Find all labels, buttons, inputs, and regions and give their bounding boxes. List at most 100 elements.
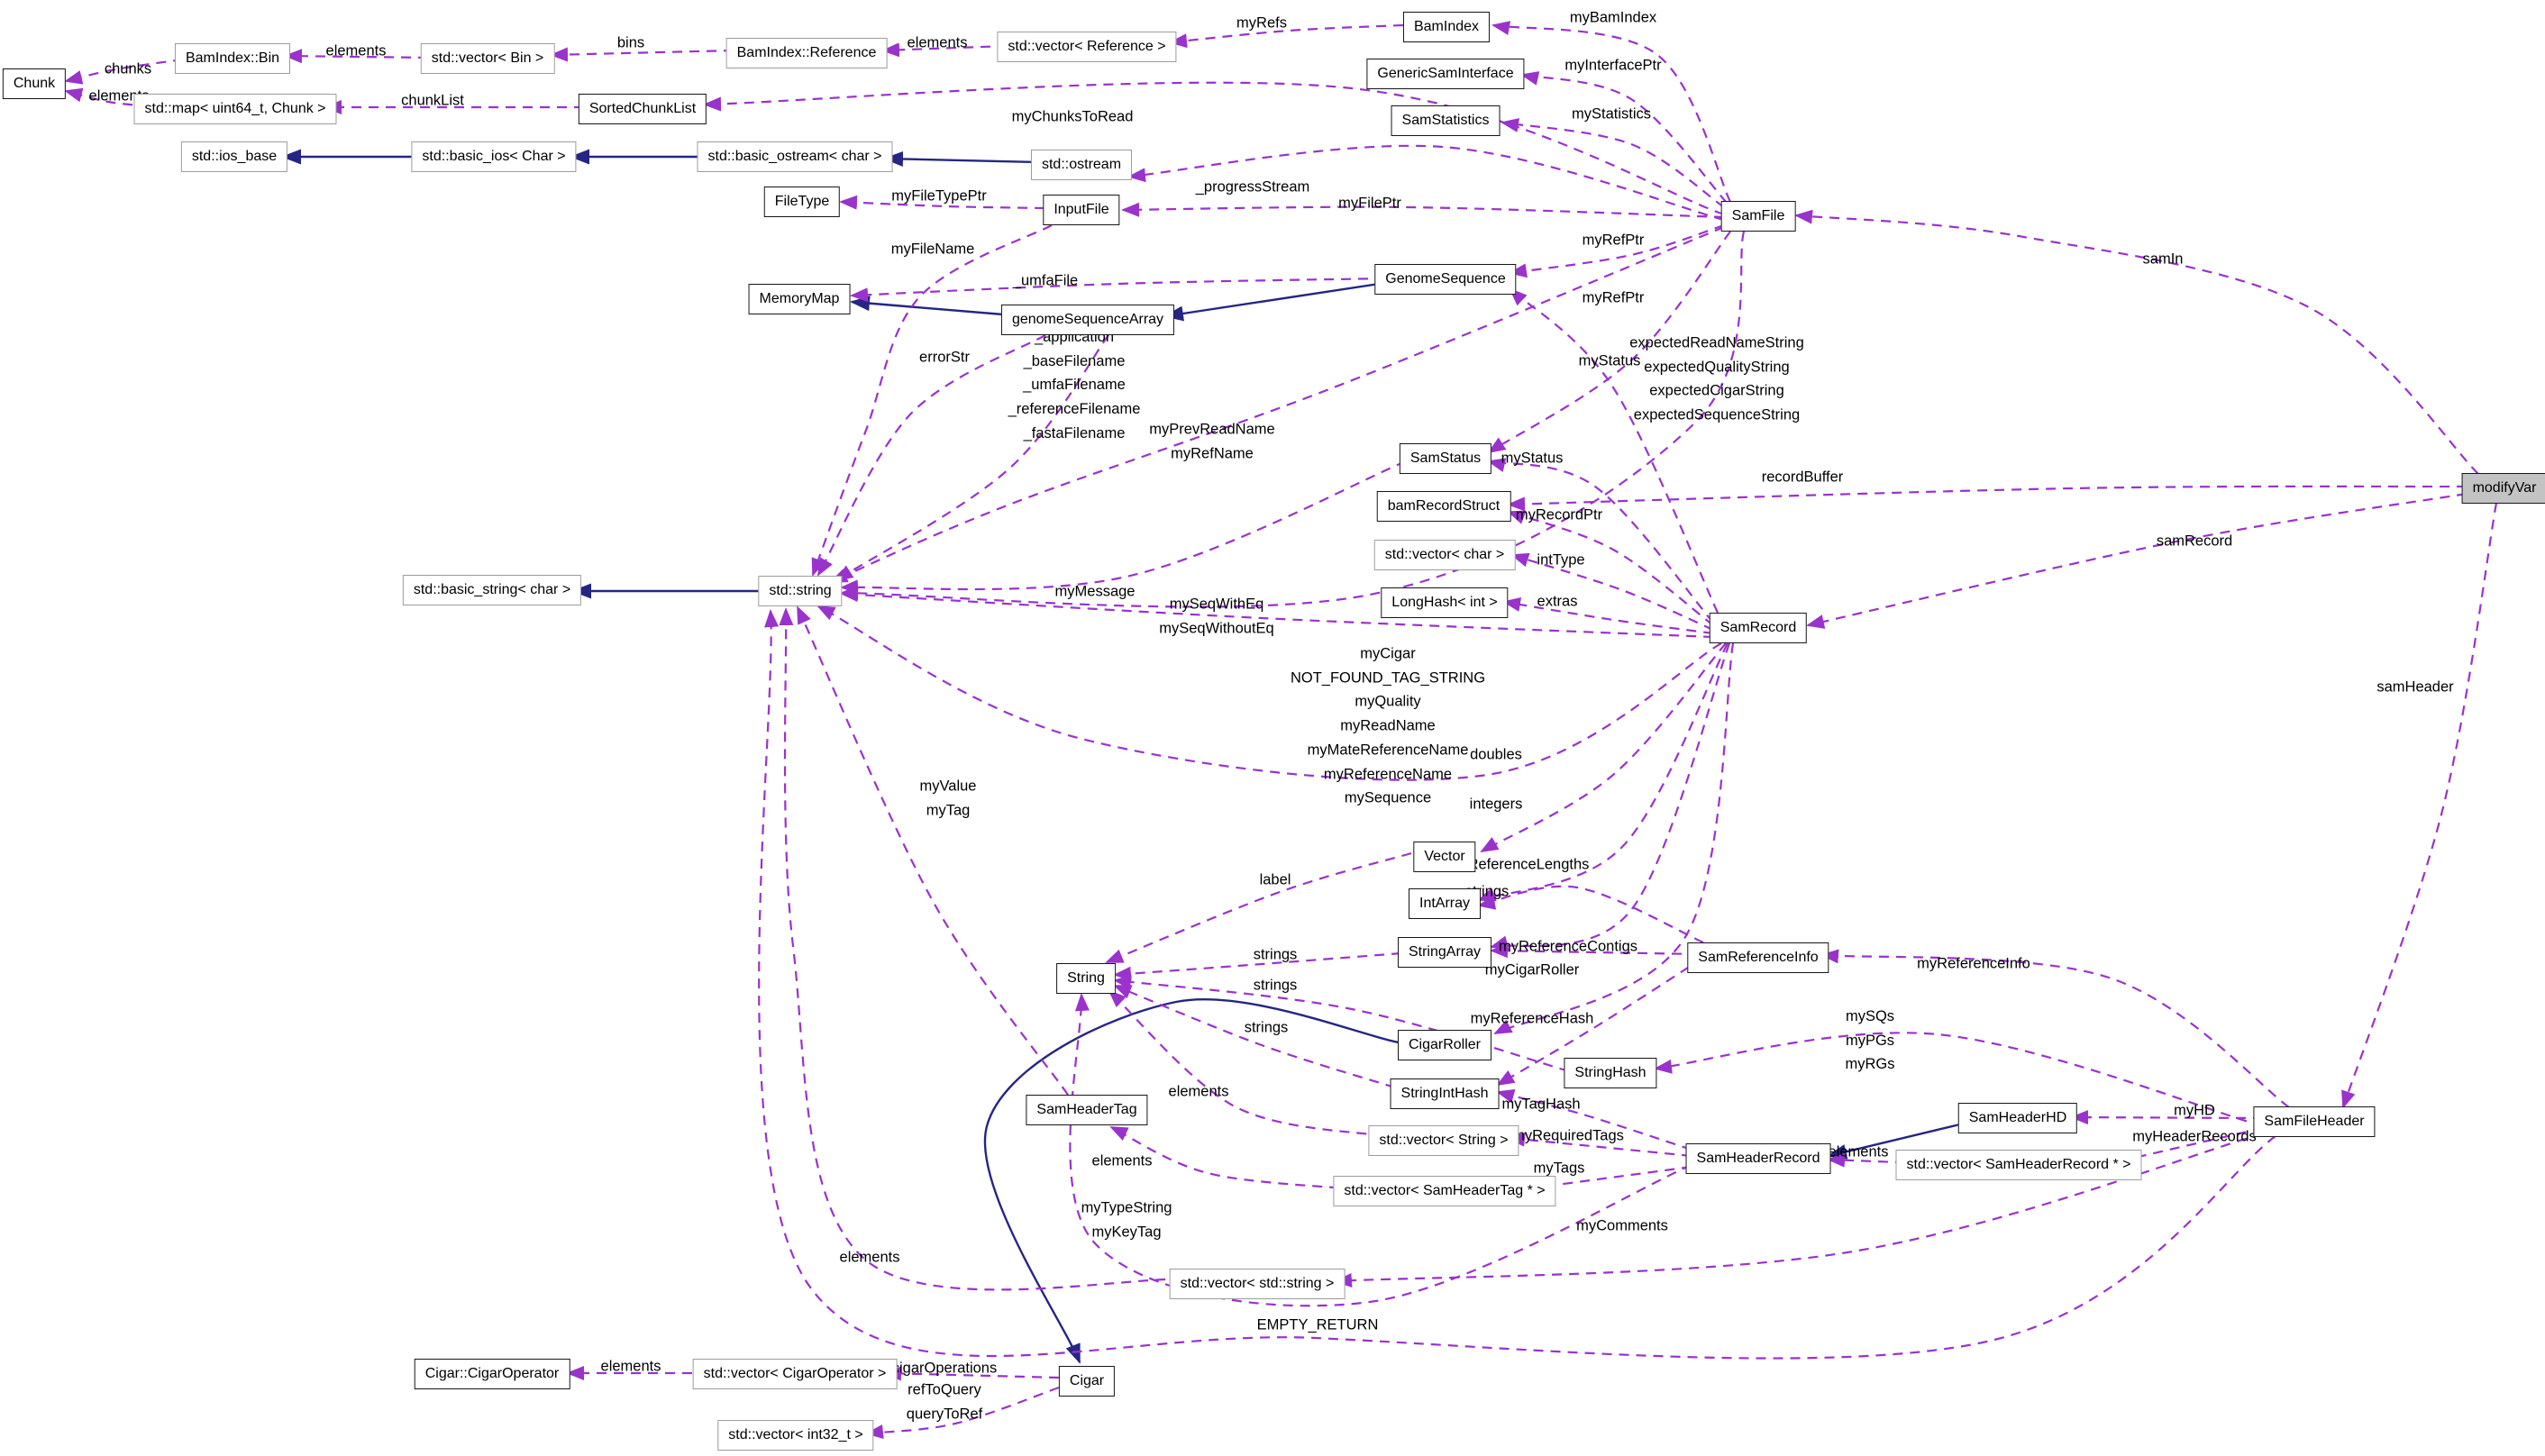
node-vint32[interactable]: std::vector< int32_t > xyxy=(717,1420,874,1451)
node-vsht[interactable]: std::vector< SamHeaderTag * > xyxy=(1333,1176,1556,1206)
edge-label-samrefinfo-intarray: myReferenceLengths xyxy=(1447,856,1590,873)
edge-samfileheader-to-vshr xyxy=(2117,1126,2264,1165)
node-ostream[interactable]: std::ostream xyxy=(1030,150,1133,180)
node-basicostream[interactable]: std::basic_ostream< char > xyxy=(697,141,893,172)
edge-label-samfile-samstatus: myStatus xyxy=(1578,352,1641,369)
edge-vector-to-string xyxy=(1105,851,1412,964)
node-longhash[interactable]: LongHash< int > xyxy=(1381,587,1509,618)
node-vbin[interactable]: std::vector< Bin > xyxy=(420,43,555,74)
node-cigar[interactable]: Cigar xyxy=(1058,1366,1116,1397)
node-map[interactable]: std::map< uint64_t, Chunk > xyxy=(133,94,337,124)
edge-gsa-to-stdstring xyxy=(817,334,1046,577)
edge-label-samrecord-bamrecord: myRecordPtr xyxy=(1515,506,1603,523)
node-basicstring[interactable]: std::basic_string< char > xyxy=(402,575,582,605)
edge-label-samheaderrecord-string: myTypeString myKeyTag xyxy=(1081,1199,1172,1240)
edge-label-samrecord-vchar: intType xyxy=(1537,551,1585,569)
edge-label-samfileheader-vstdstring: myComments xyxy=(1576,1217,1668,1234)
node-basicios[interactable]: std::basic_ios< Char > xyxy=(411,141,577,172)
node-bamrecord[interactable]: bamRecordStruct xyxy=(1376,491,1511,522)
node-samfile[interactable]: SamFile xyxy=(1720,201,1796,232)
edge-vref-to-bamref xyxy=(881,42,1008,58)
edge-cigar-to-vcigarop xyxy=(883,1366,1060,1381)
node-samfileheader[interactable]: SamFileHeader xyxy=(2253,1106,2376,1137)
edge-samheaderrecord-to-vsht xyxy=(1535,1165,1692,1193)
node-bin[interactable]: BamIndex::Bin xyxy=(174,43,291,74)
node-samrecord[interactable]: SamRecord xyxy=(1709,613,1808,643)
node-vref[interactable]: std::vector< Reference > xyxy=(997,32,1177,62)
node-samheaderhd[interactable]: SamHeaderHD xyxy=(1957,1103,2078,1133)
node-vcigarop[interactable]: std::vector< CigarOperator > xyxy=(692,1359,898,1389)
edge-stringarray-to-string xyxy=(1113,951,1402,981)
edge-label-samheaderrecord-vstring: myRequiredTags xyxy=(1512,1127,1624,1144)
edge-label-vstring-string: elements xyxy=(1168,1083,1229,1100)
edge-label-modifyvar-bamrecord: recordBuffer xyxy=(1761,469,1844,486)
edge-label-samrefinfo-stringarray: myReferenceContigs xyxy=(1498,938,1638,955)
edge-samfileheader-to-stdstring xyxy=(758,609,2276,1360)
edge-label-modifyvar-samfileheader: samHeader xyxy=(2376,678,2454,696)
edge-bamindex-to-vref xyxy=(1169,23,1404,49)
node-vchar[interactable]: std::vector< char > xyxy=(1373,540,1516,570)
node-gsa[interactable]: genomeSequenceArray xyxy=(1000,305,1175,335)
edge-samrecord-to-genomeseq xyxy=(1509,287,1719,614)
node-stringhash[interactable]: StringHash xyxy=(1564,1058,1657,1088)
edge-label-samrecord-cigarroller: myCigarRoller xyxy=(1484,961,1580,978)
node-cigarop[interactable]: Cigar::CigarOperator xyxy=(414,1359,570,1389)
node-bamindex[interactable]: BamIndex xyxy=(1402,12,1491,42)
node-modifyvar: modifyVar xyxy=(2461,473,2545,504)
edge-label-samfile-stdstring: expectedReadNameString expectedQualitySt… xyxy=(1629,334,1804,423)
edge-label-stringarray-string: strings xyxy=(1253,946,1298,963)
node-filetype[interactable]: FileType xyxy=(763,187,841,217)
node-gsi[interactable]: GenericSamInterface xyxy=(1366,59,1525,89)
node-samstatus[interactable]: SamStatus xyxy=(1399,443,1492,474)
node-samrefinfo[interactable]: SamReferenceInfo xyxy=(1687,942,1829,973)
node-inputfile[interactable]: InputFile xyxy=(1043,195,1120,225)
node-cigarroller[interactable]: CigarRoller xyxy=(1397,1030,1492,1060)
edge-label-scl-map: chunkList xyxy=(401,92,464,109)
edge-samrecord-to-stdstring xyxy=(816,605,1722,781)
edge-vbin-to-bin xyxy=(284,49,429,64)
node-vstdstring[interactable]: std::vector< std::string > xyxy=(1169,1269,1345,1299)
node-string[interactable]: String xyxy=(1056,963,1116,994)
edge-label-samfile-inputfile: myFilePtr xyxy=(1338,195,1401,212)
node-bamref[interactable]: BamIndex::Reference xyxy=(725,38,888,68)
edge-label-samfile-samstatistics: myStatistics xyxy=(1571,105,1652,123)
edge-modifyvar-to-samrecord xyxy=(1806,492,2467,629)
node-stringinthash[interactable]: StringIntHash xyxy=(1390,1078,1500,1109)
edge-label-samheaderrecord-vsht: myTags xyxy=(1533,1160,1585,1177)
node-vector[interactable]: Vector xyxy=(1413,842,1476,872)
edge-genomeseq-to-gsa xyxy=(1163,281,1386,322)
edge-samfile-to-gsi xyxy=(1520,71,1728,204)
edge-samstatus-to-stdstring xyxy=(840,460,1407,595)
node-stringarray[interactable]: StringArray xyxy=(1397,937,1492,968)
edge-label-vref-bamref: elements xyxy=(907,34,968,51)
edge-samrefinfo-to-stringinthash xyxy=(1496,957,1704,1087)
node-scl[interactable]: SortedChunkList xyxy=(578,94,707,124)
edge-stringhash-to-string xyxy=(1113,975,1570,1073)
edge-gsa-to-memorymap xyxy=(850,296,1015,317)
edge-samheaderrecord-to-stringinthash xyxy=(1496,1088,1692,1151)
edge-label-samrecord-stdstring: myCigar NOT_FOUND_TAG_STRING myQuality m… xyxy=(1290,645,1486,806)
edge-samrecord-to-vector xyxy=(1480,642,1727,853)
edge-samrecord-to-intarray xyxy=(1477,642,1729,902)
edge-label-vcigarop-cigarop: elements xyxy=(600,1358,661,1375)
node-genomeseq[interactable]: GenomeSequence xyxy=(1374,264,1517,295)
node-samheaderrecord[interactable]: SamHeaderRecord xyxy=(1685,1143,1831,1174)
edge-label-cigar-vcigarop: cigarOperations xyxy=(891,1360,998,1377)
edge-label-samfile-ostream: _progressStream xyxy=(1195,178,1310,196)
edge-label-gsa-stdstring: errorStr xyxy=(919,349,970,366)
node-vstring[interactable]: std::vector< String > xyxy=(1368,1125,1519,1156)
node-memorymap[interactable]: MemoryMap xyxy=(748,284,851,314)
edge-samrecord-to-stringarray xyxy=(1490,642,1731,951)
node-iosbase[interactable]: std::ios_base xyxy=(180,141,288,172)
edge-samfileheader-to-vstdstring xyxy=(1334,1132,2264,1288)
node-samstatistics[interactable]: SamStatistics xyxy=(1391,105,1501,136)
node-chunk[interactable]: Chunk xyxy=(2,68,67,99)
node-samheadertag[interactable]: SamHeaderTag xyxy=(1026,1095,1148,1125)
edge-label-samfile-bamindex: myBamIndex xyxy=(1569,9,1657,26)
edge-samfile-to-genomeseq xyxy=(1509,223,1725,278)
node-vshr[interactable]: std::vector< SamHeaderRecord * > xyxy=(1895,1150,2142,1180)
edge-ostream-to-basicostream xyxy=(883,150,1039,167)
node-stdstring[interactable]: std::string xyxy=(758,576,843,606)
edge-label-gsa-stdstring: _application _baseFilename _umfaFilename… xyxy=(1008,329,1141,442)
node-intarray[interactable]: IntArray xyxy=(1408,888,1482,919)
